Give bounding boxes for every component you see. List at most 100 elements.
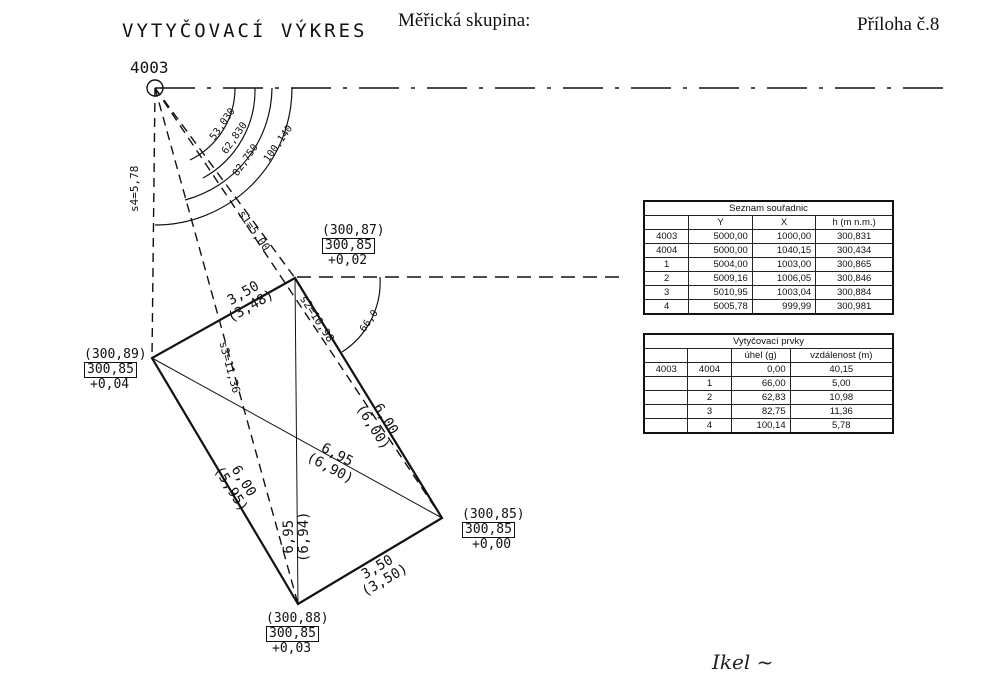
table-cell: 4 <box>687 418 732 434</box>
radial-label-s4: s4=5,78 <box>128 165 141 212</box>
table-row: 1 66,00 5,00 <box>643 376 894 391</box>
height-label-point-3: (300,88) 300,85 +0,03 <box>266 612 329 656</box>
coordinates-table: Seznam souřadnic Y X h (m n.m.) 4003 500… <box>643 200 894 315</box>
setout-elements-table: Vytyčovací prvky úhel (g) vzdálenost (m)… <box>643 333 894 434</box>
table-cell: 300,846 <box>815 271 894 286</box>
table-cell: 1003,04 <box>751 285 817 300</box>
table-row: 4003 4004 0,00 40,15 <box>643 362 894 377</box>
angle-arc-2 <box>202 87 256 179</box>
design-height: 300,85 <box>84 362 137 378</box>
table-header-row: Y X h (m n.m.) <box>643 215 894 230</box>
table-cell: 1 <box>643 257 690 272</box>
diagonal-1 <box>151 357 443 519</box>
table-title: Vytyčovací prvky <box>643 333 894 349</box>
column-header <box>643 215 690 230</box>
table-cell: 4 <box>643 299 690 315</box>
design-height: 300,85 <box>322 238 375 254</box>
table-cell: 5,00 <box>789 376 894 391</box>
appendix-label: Příloha č.8 <box>857 14 940 35</box>
scale-group-label: Měřická skupina: <box>398 10 531 31</box>
table-cell: 1 <box>687 376 732 391</box>
table-cell: 4003 <box>643 229 690 244</box>
angle-arc-point-1 <box>341 276 381 353</box>
column-header: Y <box>688 215 753 230</box>
table-cell: 1040,15 <box>751 243 817 258</box>
table-cell: 1006,05 <box>751 271 817 286</box>
table-header-row: úhel (g) vzdálenost (m) <box>643 348 894 363</box>
table-cell <box>643 390 689 405</box>
table-cell: 10,98 <box>789 390 894 405</box>
table-row: 4 100,14 5,78 <box>643 418 894 434</box>
table-cell: 1000,00 <box>751 229 817 244</box>
table-cell: 5009,16 <box>688 271 753 286</box>
diagonal-measured-length: (6,94) <box>296 511 312 562</box>
table-row: 2 62,83 10,98 <box>643 390 894 405</box>
table-cell: 999,99 <box>751 299 817 315</box>
angle-arc-4 <box>154 87 293 226</box>
table-cell: 100,14 <box>730 418 791 434</box>
table-cell: 0,00 <box>730 362 791 377</box>
table-cell: 300,434 <box>815 243 894 258</box>
measured-height: (300,87) <box>322 223 385 238</box>
table-row: 3 5010,95 1003,04 300,884 <box>643 285 894 300</box>
table-title-row: Seznam souřadnic <box>643 200 894 216</box>
table-cell: 3 <box>687 404 732 419</box>
table-cell: 5000,00 <box>688 229 753 244</box>
height-difference: +0,04 <box>90 377 130 392</box>
table-cell: 4003 <box>643 362 689 377</box>
design-height: 300,85 <box>266 626 319 642</box>
table-cell <box>643 404 689 419</box>
table-cell: 2 <box>643 271 690 286</box>
table-row: 1 5004,00 1003,00 300,865 <box>643 257 894 272</box>
table-row: 4004 5000,00 1040,15 300,434 <box>643 243 894 258</box>
table-cell: 5005,78 <box>688 299 753 315</box>
table-cell: 5004,00 <box>688 257 753 272</box>
table-cell: 5000,00 <box>688 243 753 258</box>
measured-height: (300,89) <box>84 347 147 362</box>
table-cell: 300,981 <box>815 299 894 315</box>
table-cell <box>643 376 689 391</box>
table-cell: 4004 <box>687 362 732 377</box>
column-header <box>687 348 732 363</box>
table-row: 2 5009,16 1006,05 300,846 <box>643 271 894 286</box>
radial-line-2 <box>154 87 443 519</box>
height-difference: +0,02 <box>328 253 368 268</box>
table-cell: 300,831 <box>815 229 894 244</box>
column-header: vzdálenost (m) <box>789 348 894 363</box>
table-cell: 5,78 <box>789 418 894 434</box>
measured-height: (300,85) <box>462 507 525 522</box>
table-cell: 4004 <box>643 243 690 258</box>
measured-height: (300,88) <box>266 611 329 626</box>
column-header <box>643 348 689 363</box>
table-cell: 300,884 <box>815 285 894 300</box>
station-label: 4003 <box>130 58 169 77</box>
drawing-title: VYTYČOVACÍ VÝKRES <box>122 20 368 42</box>
height-difference: +0,00 <box>472 537 512 552</box>
table-cell: 5010,95 <box>688 285 753 300</box>
table-row: 3 82,75 11,36 <box>643 404 894 419</box>
height-label-point-1: (300,87) 300,85 +0,02 <box>322 224 385 268</box>
height-label-point-4: (300,89) 300,85 +0,04 <box>84 348 147 392</box>
signature: Ikel ~ <box>712 650 774 674</box>
radial-line-4 <box>151 87 156 359</box>
height-label-point-2: (300,85) 300,85 +0,00 <box>462 508 525 552</box>
table-cell: 40,15 <box>789 362 894 377</box>
table-cell <box>643 418 689 434</box>
diagonal-design-length: 6,95 <box>281 519 297 554</box>
table-cell: 62,83 <box>730 390 791 405</box>
diagonal-label-vertical: 6,95 (6,94) <box>281 511 312 562</box>
table-cell: 82,75 <box>730 404 791 419</box>
table-cell: 1003,00 <box>751 257 817 272</box>
table-title: Seznam souřadnic <box>643 200 894 216</box>
radial-line-1 <box>154 87 296 279</box>
column-header: X <box>751 215 817 230</box>
table-cell: 11,36 <box>789 404 894 419</box>
table-title-row: Vytyčovací prvky <box>643 333 894 349</box>
column-header: h (m n.m.) <box>815 215 894 230</box>
table-cell: 66,00 <box>730 376 791 391</box>
table-cell: 300,865 <box>815 257 894 272</box>
table-row: 4 5005,78 999,99 300,981 <box>643 299 894 315</box>
column-header: úhel (g) <box>730 348 791 363</box>
height-difference: +0,03 <box>272 641 312 656</box>
